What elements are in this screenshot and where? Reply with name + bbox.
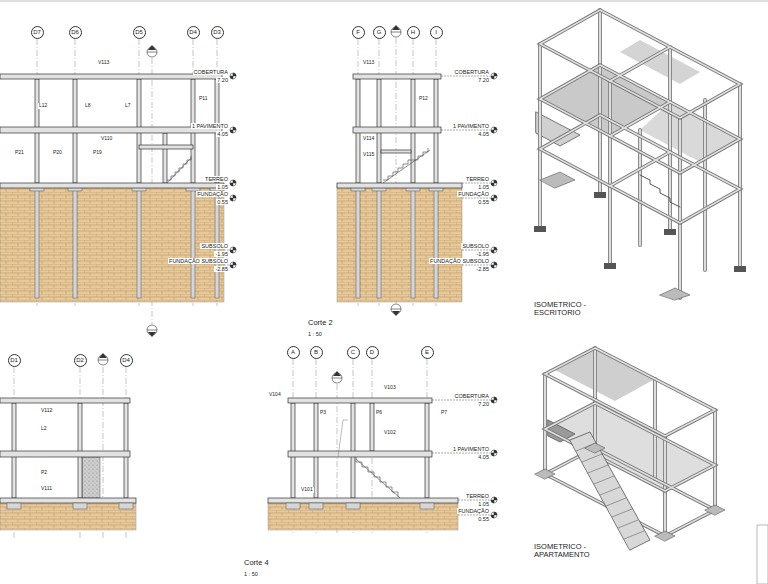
grid-label: G bbox=[377, 29, 382, 35]
level-elevation: 0.55 bbox=[216, 199, 229, 205]
level-name: SUBSOLO bbox=[461, 243, 490, 249]
level-name: FUNDAÇÃO SUBSOLO bbox=[168, 258, 229, 264]
element-tag: P12 bbox=[418, 96, 429, 102]
grid-label: D1 bbox=[10, 357, 18, 363]
grid-label: D6 bbox=[71, 29, 79, 35]
view-title: Corte 4 bbox=[243, 559, 270, 567]
grid-bubble: I bbox=[430, 26, 443, 39]
level-elevation: 1.05 bbox=[477, 184, 490, 190]
element-tag: V110 bbox=[100, 136, 113, 142]
element-tag: P20 bbox=[52, 150, 63, 156]
grid-bubble: D bbox=[366, 346, 379, 359]
grid-bubble: D4 bbox=[187, 26, 200, 39]
level-elevation: 1.05 bbox=[477, 501, 490, 507]
level-elevation: 0.55 bbox=[477, 516, 490, 522]
level-name: 1 PAVIMENTO bbox=[452, 446, 490, 452]
view-scale: 1 : 50 bbox=[307, 331, 323, 337]
element-tag: P7 bbox=[440, 410, 448, 416]
grid-bubble: C bbox=[347, 346, 360, 359]
element-tag: P6 bbox=[375, 410, 383, 416]
level-name: COBERTURA bbox=[454, 393, 490, 399]
grid-label: D5 bbox=[135, 29, 143, 35]
level-elevation: -1.95 bbox=[214, 251, 229, 257]
level-name: TERREO bbox=[204, 176, 229, 182]
element-tag: V111 bbox=[40, 486, 53, 492]
level-elevation: -2.85 bbox=[475, 266, 490, 272]
level-elevation: 7.20 bbox=[477, 77, 490, 83]
grid-label: D2 bbox=[76, 357, 84, 363]
level-name: COBERTURA bbox=[193, 69, 229, 75]
grid-label: H bbox=[411, 29, 415, 35]
grid-bubble: D2 bbox=[74, 354, 87, 367]
level-elevation: 4.05 bbox=[477, 454, 490, 460]
level-name: FUNDAÇÃO bbox=[457, 191, 490, 197]
level-elevation: 7.20 bbox=[216, 77, 229, 83]
element-tag: P11 bbox=[198, 96, 209, 102]
grid-bubble: B bbox=[310, 346, 323, 359]
level-name: FUNDAÇÃO SUBSOLO bbox=[429, 258, 490, 264]
grid-bubble: H bbox=[407, 26, 420, 39]
grid-bubble: D4 bbox=[120, 354, 133, 367]
level-elevation: -2.85 bbox=[214, 266, 229, 272]
element-tag: L2 bbox=[40, 426, 48, 432]
element-tag: V102 bbox=[383, 430, 397, 436]
grid-bubble: G bbox=[373, 26, 386, 39]
level-name: TERREO bbox=[465, 493, 490, 499]
element-tag: V112 bbox=[40, 408, 53, 414]
grid-bubble: D5 bbox=[133, 26, 146, 39]
grid-bubble: D7 bbox=[31, 26, 44, 39]
grid-label: D3 bbox=[213, 29, 221, 35]
grid-bubble: F bbox=[352, 26, 365, 39]
element-tag: V115 bbox=[362, 152, 375, 158]
grid-label: E bbox=[425, 349, 429, 355]
element-tag: V104 bbox=[268, 392, 282, 398]
element-tag: V114 bbox=[362, 136, 375, 142]
element-tag: L12 bbox=[38, 103, 48, 109]
grid-label: D7 bbox=[33, 29, 41, 35]
element-tag: L8 bbox=[84, 103, 92, 109]
grid-bubble: D3 bbox=[211, 26, 224, 39]
level-name: COBERTURA bbox=[454, 69, 490, 75]
grid-label: I bbox=[435, 29, 437, 35]
level-elevation: 1.05 bbox=[216, 184, 229, 190]
grid-label: D4 bbox=[122, 357, 130, 363]
level-elevation: 4.05 bbox=[216, 131, 229, 137]
grid-bubble: A bbox=[287, 346, 300, 359]
element-tag: P2 bbox=[40, 470, 48, 476]
level-name: SUBSOLO bbox=[200, 243, 229, 249]
grid-label: F bbox=[356, 29, 360, 35]
element-tag: V113 bbox=[97, 60, 110, 66]
element-tag: P19 bbox=[92, 150, 103, 156]
level-name: 1 PAVIMENTO bbox=[452, 123, 490, 129]
view-title: Corte 2 bbox=[307, 319, 334, 327]
level-elevation: -1.95 bbox=[475, 251, 490, 257]
element-tag: V101 bbox=[300, 487, 314, 493]
element-tag: P21 bbox=[14, 150, 25, 156]
level-elevation: 7.20 bbox=[477, 401, 490, 407]
grid-label: B bbox=[314, 349, 318, 355]
level-elevation: 0.55 bbox=[477, 199, 490, 205]
grid-label: C bbox=[351, 349, 355, 355]
grid-bubble: D6 bbox=[69, 26, 82, 39]
view-title: ISOMETRICO - ESCRITORIO bbox=[533, 301, 607, 318]
element-tag: V103 bbox=[383, 385, 397, 391]
level-name: FUNDAÇÃO bbox=[196, 191, 229, 197]
view-title: ISOMETRICO - APARTAMENTO bbox=[533, 543, 607, 560]
element-tag: P3 bbox=[319, 410, 327, 416]
grid-bubble: E bbox=[421, 346, 434, 359]
view-scale: 1 : 50 bbox=[243, 571, 259, 577]
element-tag: V113 bbox=[362, 60, 375, 66]
level-name: FUNDAÇÃO bbox=[457, 508, 490, 514]
level-name: 1 PAVIMENTO bbox=[191, 123, 229, 129]
level-elevation: 4.05 bbox=[477, 131, 490, 137]
grid-label: A bbox=[291, 349, 295, 355]
grid-bubble: D1 bbox=[8, 354, 21, 367]
element-tag: L7 bbox=[124, 103, 132, 109]
grid-label: D bbox=[370, 349, 374, 355]
grid-label: D4 bbox=[189, 29, 197, 35]
level-name: TERREO bbox=[465, 176, 490, 182]
